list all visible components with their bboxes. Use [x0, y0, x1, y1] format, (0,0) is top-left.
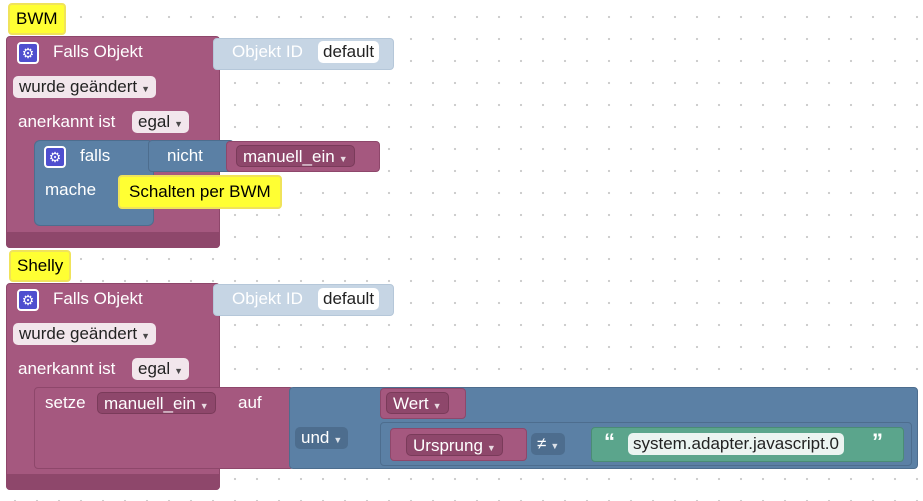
- and-value: und: [301, 428, 330, 447]
- quote-close-icon: ”: [872, 429, 883, 454]
- and-dropdown[interactable]: und▼: [295, 427, 349, 449]
- dropdown-arrow-icon: ▼: [338, 154, 348, 164]
- dropdown-arrow-icon: ▼: [199, 401, 209, 411]
- ack-value: egal: [138, 359, 171, 378]
- dropdown-arrow-icon: ▼: [141, 331, 151, 341]
- origin-value: Ursprung: [413, 436, 483, 455]
- gear-icon[interactable]: ⚙: [17, 42, 39, 64]
- object-id-field[interactable]: default: [318, 288, 380, 310]
- origin-dropdown[interactable]: Ursprung▼: [406, 434, 503, 456]
- to-label: auf: [238, 393, 262, 412]
- ack-dropdown[interactable]: egal▼: [132, 358, 190, 380]
- dropdown-arrow-icon: ▼: [333, 435, 343, 445]
- dropdown-arrow-icon: ▼: [550, 441, 560, 451]
- dropdown-arrow-icon: ▼: [141, 84, 151, 94]
- changed-dropdown[interactable]: wurde geändert▼: [13, 323, 157, 345]
- string-field[interactable]: system.adapter.javascript.0: [628, 433, 844, 455]
- dropdown-arrow-icon: ▼: [174, 366, 184, 376]
- changed-value: wurde geändert: [19, 324, 138, 343]
- wert-value: Wert: [393, 394, 429, 413]
- comment-shelly[interactable]: Shelly: [9, 250, 72, 282]
- ack-label: anerkannt ist: [18, 359, 116, 378]
- dropdown-arrow-icon: ▼: [174, 119, 184, 129]
- ack-dropdown[interactable]: egal▼: [132, 111, 190, 133]
- ack-value: egal: [138, 112, 171, 131]
- dropdown-arrow-icon: ▼: [432, 401, 442, 411]
- changed-value: wurde geändert: [19, 77, 138, 96]
- set-variable-value: manuell_ein: [104, 394, 196, 413]
- operator-dropdown[interactable]: ≠▼: [531, 433, 566, 455]
- set-label: setze: [45, 393, 86, 412]
- gear-icon[interactable]: ⚙: [17, 289, 39, 311]
- variable-value: manuell_ein: [243, 147, 335, 166]
- wert-dropdown[interactable]: Wert▼: [386, 392, 449, 414]
- quote-open-icon: “: [604, 429, 615, 454]
- not-label: nicht: [167, 146, 203, 165]
- do-label: mache: [45, 180, 97, 199]
- changed-dropdown[interactable]: wurde geändert▼: [13, 76, 157, 98]
- if-label: falls: [80, 146, 111, 165]
- variable-dropdown[interactable]: manuell_ein▼: [236, 145, 355, 167]
- event-block-bwm-bottom: [6, 232, 220, 248]
- object-id-field[interactable]: default: [318, 41, 380, 63]
- set-variable-dropdown[interactable]: manuell_ein▼: [97, 392, 216, 414]
- operator-value: ≠: [537, 434, 547, 453]
- event-block-shelly-bottom: [6, 474, 220, 490]
- gear-icon[interactable]: ⚙: [44, 146, 66, 168]
- comment-schalten[interactable]: Schalten per BWM: [118, 175, 282, 209]
- dropdown-arrow-icon: ▼: [486, 443, 496, 453]
- object-id-label: Objekt ID: [232, 42, 303, 61]
- ack-label: anerkannt ist: [18, 112, 116, 131]
- object-id-label: Objekt ID: [232, 289, 303, 308]
- trigger-label: Falls Objekt: [53, 289, 143, 308]
- trigger-label: Falls Objekt: [53, 42, 143, 61]
- comment-bwm[interactable]: BWM: [8, 3, 66, 35]
